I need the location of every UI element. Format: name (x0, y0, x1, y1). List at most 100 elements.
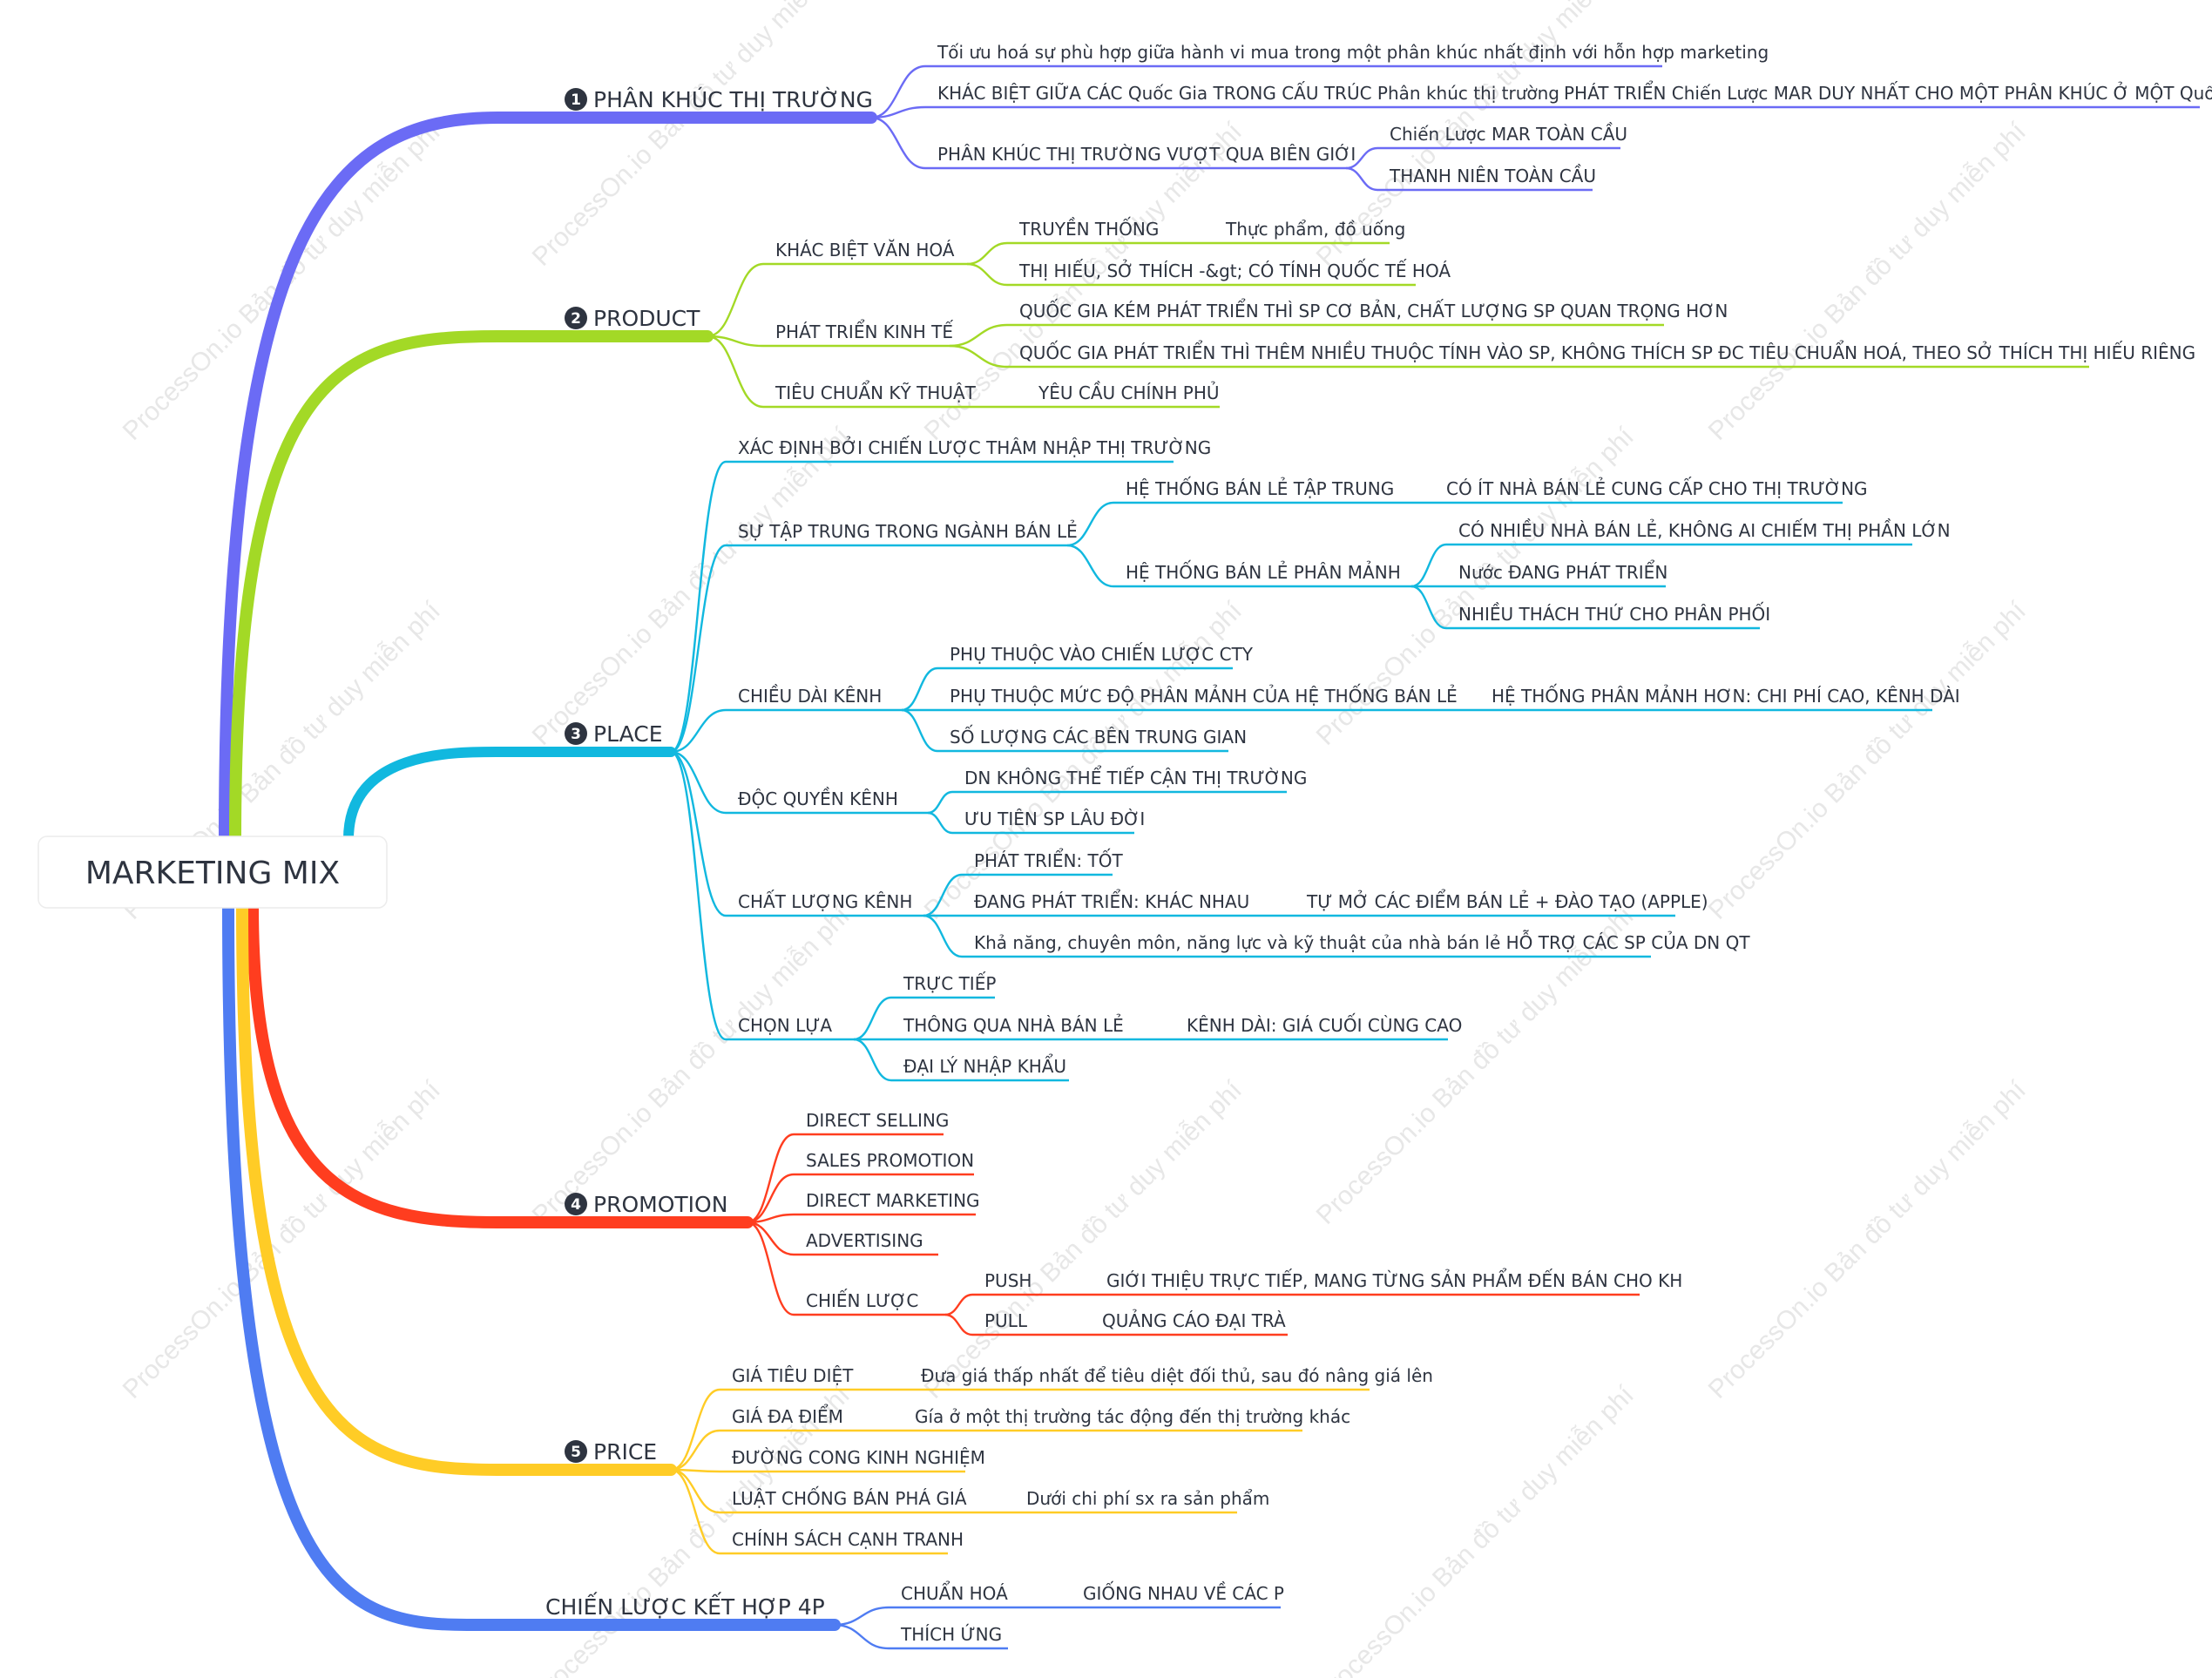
node-4-1[interactable]: GIÁ ĐA ĐIỂM (732, 1404, 843, 1427)
node-1-2-0[interactable]: YÊU CẦU CHÍNH PHỦ (1038, 382, 1220, 403)
node-1-0-1[interactable]: THỊ HIẾU, SỞ THÍCH -&gt; CÓ TÍNH QUỐC TẾ… (1018, 259, 1451, 281)
node-2-5[interactable]: CHỌN LỰA (738, 1015, 832, 1036)
node-2-1-1[interactable]: HỆ THỐNG BÁN LẺ PHÂN MẢNH (1126, 560, 1401, 583)
node-2-1[interactable]: SỰ TẬP TRUNG TRONG NGÀNH BÁN LẺ (738, 520, 1078, 542)
node-2-4-0[interactable]: PHÁT TRIỂN: TỐT (974, 849, 1123, 871)
node-3-4-0[interactable]: PUSH (984, 1270, 1032, 1291)
connector-0-0 (870, 64, 1662, 119)
connector-2-1 (670, 544, 1067, 754)
connector-4-2 (670, 1468, 965, 1473)
node-5-0-0[interactable]: GIỐNG NHAU VỀ CÁC P (1083, 1581, 1284, 1604)
node-2-4-1-0[interactable]: TỰ MỞ CÁC ĐIỂM BÁN LẺ + ĐÀO TẠO (APPLE) (1306, 890, 1708, 912)
connector-2-3 (670, 750, 928, 815)
node-2-5-1[interactable]: THÔNG QUA NHÀ BÁN LẺ (903, 1014, 1124, 1036)
node-4-1-0[interactable]: Gía ở một thị trường tác động đến thị tr… (915, 1406, 1350, 1427)
node-1-0-0[interactable]: TRUYỀN THỐNG (1018, 217, 1159, 240)
node-2-0[interactable]: XÁC ĐỊNH BỞI CHIẾN LƯỢC THÂM NHẬP THỊ TR… (738, 436, 1211, 458)
connector-1-2 (707, 335, 971, 409)
node-2-2-2[interactable]: SỐ LƯỢNG CÁC BÊN TRUNG GIAN (950, 725, 1247, 748)
branch-number: 1 (571, 91, 581, 109)
connector-5-1 (834, 1623, 1008, 1650)
node-2-3[interactable]: ĐỘC QUYỀN KÊNH (738, 788, 898, 809)
branch-label: PROMOTION (593, 1192, 727, 1217)
connector-2-5 (670, 750, 854, 1041)
node-4-0[interactable]: GIÁ TIÊU DIỆT (732, 1365, 854, 1386)
connector-0-2-1 (1345, 166, 1593, 192)
node-2-5-1-0[interactable]: KÊNH DÀI: GIÁ CUỐI CÙNG CAO (1187, 1013, 1462, 1036)
node-0-1[interactable]: KHÁC BIỆT GIỮA CÁC Quốc Gia TRONG CẤU TR… (937, 82, 1559, 104)
node-4-0-0[interactable]: Đưa giá thấp nhất để tiêu diệt đối thủ, … (921, 1365, 1433, 1386)
connector-5-0 (834, 1606, 1035, 1627)
connector-2-1-1 (1066, 544, 1411, 588)
connector-2-4 (670, 750, 923, 917)
root-node[interactable]: MARKETING MIX (37, 836, 388, 909)
node-2-1-1-2[interactable]: NHIỀU THÁCH THỨ CHO PHÂN PHỐI (1458, 602, 1770, 625)
node-3-2[interactable]: DIRECT MARKETING (806, 1190, 980, 1211)
node-2-5-2[interactable]: ĐẠI LÝ NHẬP KHẨU (903, 1054, 1066, 1077)
node-5-0[interactable]: CHUẨN HOÁ (901, 1581, 1008, 1604)
node-2-4[interactable]: CHẤT LƯỢNG KÊNH (738, 890, 912, 912)
connector-1-1-0 (949, 323, 1664, 348)
node-2-2[interactable]: CHIỀU DÀI KÊNH (738, 685, 882, 707)
node-1-1-1[interactable]: QUỐC GIA PHÁT TRIỂN THÌ THÊM NHIỀU THUỘC… (1019, 341, 2195, 363)
branch-number-badge (565, 88, 587, 111)
node-3-4-1[interactable]: PULL (984, 1310, 1028, 1331)
node-1-0[interactable]: KHÁC BIỆT VĂN HOÁ (775, 240, 955, 260)
node-3-0[interactable]: DIRECT SELLING (806, 1110, 949, 1131)
branch-node-6[interactable]: CHIẾN LƯỢC KẾT HỢP 4P (545, 1592, 825, 1620)
node-0-2[interactable]: PHÂN KHÚC THỊ TRƯỜNG VƯỢT QUA BIÊN GIỚI (937, 144, 1356, 165)
branch-trunk-3 (343, 746, 676, 844)
connector-2-0 (670, 460, 1174, 754)
node-3-1[interactable]: SALES PROMOTION (806, 1150, 974, 1171)
node-5-1[interactable]: THÍCH ỨNG (900, 1624, 1002, 1645)
node-2-4-1[interactable]: ĐANG PHÁT TRIỂN: KHÁC NHAU (974, 890, 1249, 912)
connector-3-4 (747, 1221, 945, 1316)
connector-1-0-1 (966, 262, 1416, 287)
watermark-text: ProcessOn.io Bản đồ tư duy miễn phí (527, 0, 856, 272)
node-2-2-0[interactable]: PHỤ THUỘC VÀO CHIẾN LƯỢC CTY (950, 643, 1254, 665)
node-1-0-0-0[interactable]: Thực phẩm, đồ uống (1225, 219, 1405, 240)
node-2-5-0[interactable]: TRỰC TIẾP (903, 972, 996, 994)
node-0-1-0[interactable]: PHÁT TRIỂN Chiến Lược MAR DUY NHẤT CHO M… (1564, 81, 2212, 104)
node-3-3[interactable]: ADVERTISING (806, 1230, 923, 1251)
watermark-text: ProcessOn.io Bản đồ tư duy miễn phí (1703, 596, 2033, 925)
node-1-1[interactable]: PHÁT TRIỂN KINH TẾ (775, 320, 953, 342)
connector-2-5-2 (853, 1038, 1069, 1082)
node-2-3-1[interactable]: ƯU TIÊN SP LÂU ĐỜI (964, 809, 1145, 829)
branch-number-badge (565, 1440, 587, 1463)
connector-4-4 (670, 1468, 948, 1555)
node-2-1-0[interactable]: HỆ THỐNG BÁN LẺ TẬP TRUNG (1126, 477, 1394, 499)
node-1-2[interactable]: TIÊU CHUẨN KỸ THUẬT (775, 381, 977, 403)
node-3-4-1-0[interactable]: QUẢNG CÁO ĐẠI TRÀ (1102, 1309, 1286, 1331)
branch-label: PRODUCT (593, 306, 700, 331)
watermark-text: ProcessOn.io Bản đồ tư duy miễn phí (527, 901, 856, 1230)
branch-curves (219, 64, 2200, 1650)
node-4-4[interactable]: CHÍNH SÁCH CẠNH TRANH (732, 1529, 964, 1550)
branch-number-badge (565, 307, 587, 329)
node-2-4-2[interactable]: Khả năng, chuyên môn, năng lực và kỹ thu… (974, 930, 1750, 953)
node-2-2-1-0[interactable]: HỆ THỐNG PHÂN MẢNH HƠN: CHI PHÍ CAO, KÊN… (1492, 684, 1960, 707)
node-2-3-0[interactable]: DN KHÔNG THỂ TIẾP CẬN THỊ TRƯỜNG (964, 766, 1307, 788)
node-4-3-0[interactable]: Dưới chi phí sx ra sản phẩm (1026, 1488, 1269, 1509)
node-0-0[interactable]: Tối ưu hoá sự phù hợp giữa hành vi mua t… (937, 42, 1769, 63)
branch-label: PLACE (593, 721, 663, 747)
node-2-1-1-0[interactable]: CÓ NHIỀU NHÀ BÁN LẺ, KHÔNG AI CHIẾM THỊ … (1458, 519, 1951, 541)
node-2-1-1-1[interactable]: Nước ĐANG PHÁT TRIỂN (1458, 560, 1667, 583)
node-0-2-0[interactable]: Chiến Lược MAR TOÀN CẦU (1390, 123, 1627, 145)
node-3-4[interactable]: CHIẾN LƯỢC (806, 1289, 918, 1311)
connector-2-2-0 (901, 666, 1233, 712)
node-0-2-1[interactable]: THANH NIÊN TOÀN CẦU (1389, 165, 1596, 186)
node-4-3[interactable]: LUẬT CHỐNG BÁN PHÁ GIÁ (732, 1486, 967, 1509)
node-1-1-0[interactable]: QUỐC GIA KÉM PHÁT TRIỂN THÌ SP CƠ BẢN, C… (1019, 299, 1728, 321)
node-4-2[interactable]: ĐƯỜNG CONG KINH NGHIỆM (732, 1447, 985, 1468)
node-3-4-0-0[interactable]: GIỚI THIỆU TRỰC TIẾP, MANG TỪNG SẢN PHẨM… (1106, 1269, 1682, 1291)
node-2-1-0-0[interactable]: CÓ ÍT NHÀ BÁN LẺ CUNG CẤP CHO THỊ TRƯỜNG (1446, 477, 1868, 499)
branch-number-badge (565, 1193, 587, 1215)
node-2-2-1[interactable]: PHỤ THUỘC MỨC ĐỘ PHÂN MẢNH CỦA HỆ THỐNG … (950, 684, 1458, 707)
root-title: MARKETING MIX (85, 856, 340, 891)
